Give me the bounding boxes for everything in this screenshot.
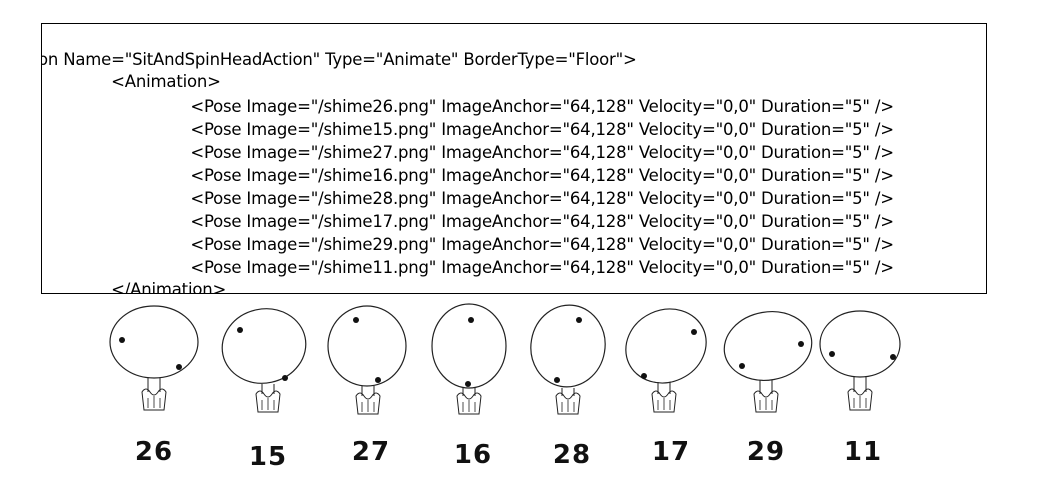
head-sprite-icon <box>723 311 813 413</box>
frame-number-label: 17 <box>651 437 691 467</box>
code-line: </Animation> <box>91 280 227 294</box>
head-sprite-icon <box>625 308 707 413</box>
sprite-frame-15 <box>218 300 318 420</box>
code-line: <Pose Image="/shime26.png" ImageAnchor="… <box>150 97 894 116</box>
head-sprite-icon <box>327 305 407 415</box>
head-sprite-icon <box>819 310 901 411</box>
code-line: <Pose Image="/shime28.png" ImageAnchor="… <box>150 189 894 208</box>
code-line: on Name="SitAndSpinHeadAction" Type="Ani… <box>41 50 637 69</box>
frame-number-label: 27 <box>351 437 391 467</box>
head-sprite-icon <box>109 305 199 411</box>
sprite-frame-11 <box>814 300 914 420</box>
sprite-frame-16 <box>422 300 522 420</box>
code-line: <Pose Image="/shime29.png" ImageAnchor="… <box>150 235 894 254</box>
head-sprite-icon <box>431 303 507 415</box>
frame-number-label: 16 <box>453 440 493 470</box>
sprite-frame-17 <box>618 300 718 420</box>
head-sprite-icon <box>530 304 606 415</box>
code-line: <Pose Image="/shime16.png" ImageAnchor="… <box>150 166 894 185</box>
sprite-frame-26 <box>104 300 204 420</box>
code-line: <Pose Image="/shime15.png" ImageAnchor="… <box>150 120 894 139</box>
code-excerpt-panel: on Name="SitAndSpinHeadAction" Type="Ani… <box>41 23 987 294</box>
frame-number-label: 11 <box>843 437 883 467</box>
sprite-frame-row: 26 15 27 <box>0 300 1038 498</box>
frame-number-label: 26 <box>134 437 174 467</box>
code-line: <Animation> <box>91 72 221 91</box>
frame-number-label: 15 <box>248 442 288 472</box>
code-line: <Pose Image="/shime17.png" ImageAnchor="… <box>150 212 894 231</box>
sprite-frame-28 <box>520 300 620 420</box>
sprite-frame-29 <box>718 300 818 420</box>
head-sprite-icon <box>221 308 307 413</box>
frame-number-label: 28 <box>552 440 592 470</box>
frame-number-label: 29 <box>746 437 786 467</box>
code-line: <Pose Image="/shime27.png" ImageAnchor="… <box>150 143 894 162</box>
code-line: <Pose Image="/shime11.png" ImageAnchor="… <box>150 258 894 277</box>
sprite-frame-27 <box>318 300 418 420</box>
